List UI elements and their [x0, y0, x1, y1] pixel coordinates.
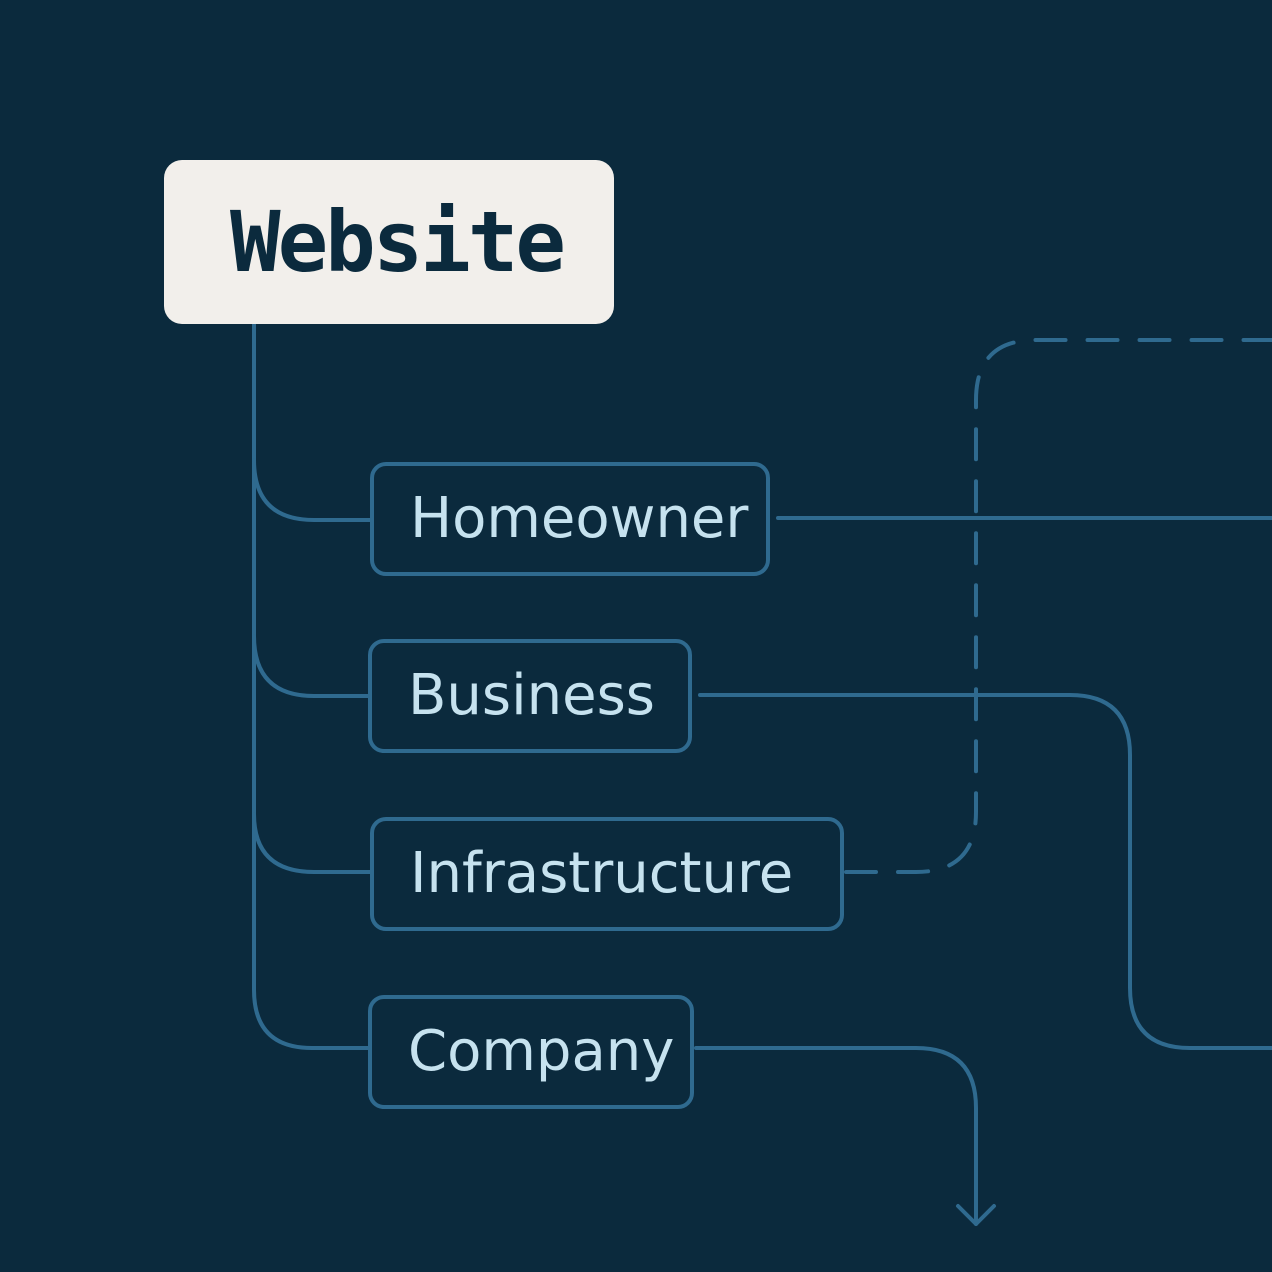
business-out-line [698, 693, 1272, 1050]
infrastructure-dashed-line [844, 338, 1272, 874]
branch-infrastructure [252, 812, 374, 874]
arrow-down-icon [956, 1204, 996, 1226]
node-homeowner-label: Homeowner [410, 486, 749, 551]
node-infrastructure[interactable]: Infrastructure [370, 817, 844, 931]
node-company[interactable]: Company [368, 995, 694, 1109]
company-out-line [694, 1046, 978, 1226]
branch-business [252, 634, 372, 698]
root-node-label: Website [230, 193, 566, 291]
node-business[interactable]: Business [368, 639, 692, 753]
trunk-line [252, 322, 372, 1050]
branch-homeowner [252, 458, 374, 522]
node-infrastructure-label: Infrastructure [410, 841, 794, 906]
root-node[interactable]: Website [164, 160, 614, 324]
node-homeowner[interactable]: Homeowner [370, 462, 770, 576]
node-business-label: Business [408, 663, 655, 728]
node-company-label: Company [408, 1019, 675, 1084]
